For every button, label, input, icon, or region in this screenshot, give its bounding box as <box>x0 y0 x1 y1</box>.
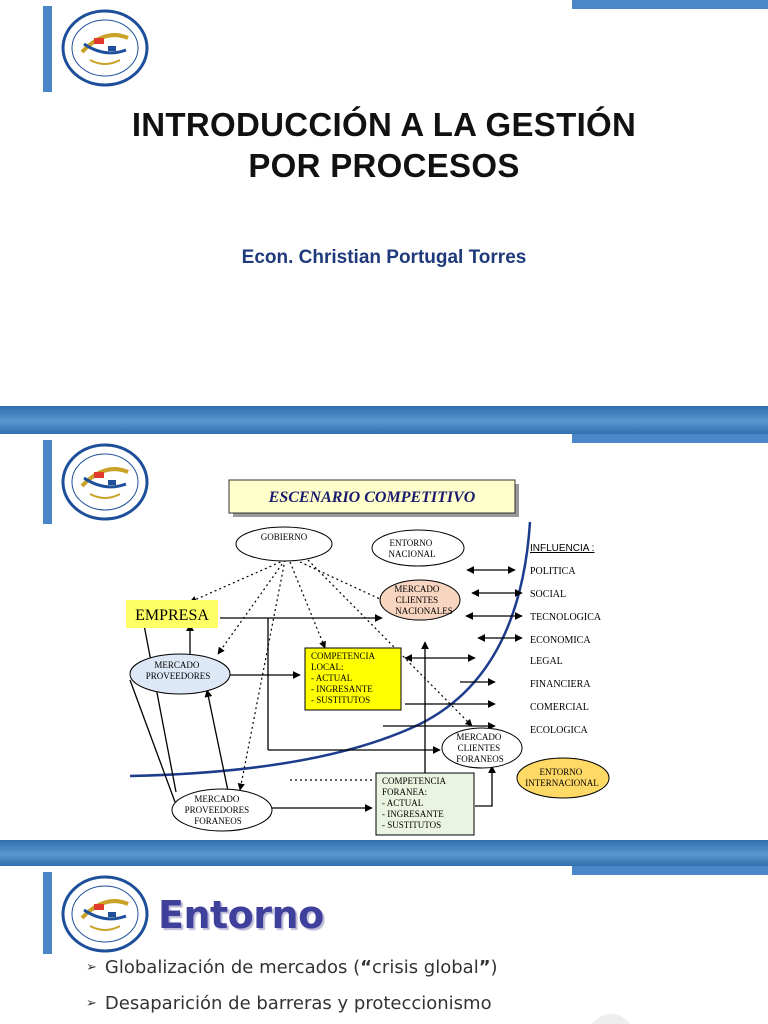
dotted-line <box>189 559 286 603</box>
title-line-1: INTRODUCCIÓN A LA GESTIÓN <box>131 106 637 143</box>
competencia-foranea-label: COMPETENCIA FORANEA: - ACTUAL - INGRESAN… <box>382 776 448 830</box>
competencia-local-node <box>304 647 402 711</box>
influencia-item: POLITICA <box>530 566 576 577</box>
arrow-bullet-icon: ➢ <box>86 960 97 975</box>
influencia-item: ECONOMICA <box>530 635 591 646</box>
diagram-title-box <box>228 479 516 514</box>
slide-entorno <box>0 866 768 1024</box>
dotted-line <box>289 561 326 649</box>
arrow <box>137 603 177 793</box>
entorno-internacional-node <box>516 757 610 799</box>
bullet-item: ➢Desaparición de barreras y proteccionis… <box>86 993 492 1014</box>
decorative-circle <box>588 1014 634 1024</box>
arrow <box>129 679 176 803</box>
competitive-scenario-diagram: ESCENARIO COMPETITIVO <box>126 479 610 836</box>
dotted-line <box>307 559 473 727</box>
slide-separator <box>0 840 768 866</box>
influencia-item: SOCIAL <box>530 589 566 600</box>
arrow <box>204 689 229 792</box>
title-line-2: POR PROCESOS <box>248 147 520 184</box>
mercado-clientes-foraneos-label: MERCADO CLIENTES FORANEOS <box>456 732 504 764</box>
entorno-nacional-label: ENTORNO NACIONAL <box>389 538 436 559</box>
mercado-proveedores-node <box>129 653 231 695</box>
empresa-node <box>126 600 218 628</box>
arrow-bullet-icon: ➢ <box>86 996 97 1011</box>
mercado-proveedores-foraneos-node <box>171 788 273 832</box>
mercado-proveedores-foraneos-label: MERCADO PROVEEDORES FORANEOS <box>185 794 252 826</box>
influencia-list: POLITICA SOCIAL TECNOLOGICA ECONOMICA LE… <box>530 566 602 736</box>
influencia-item: LEGAL <box>530 656 563 667</box>
entorno-nacional-node <box>371 529 465 567</box>
influencia-item: ECOLOGICA <box>530 725 589 736</box>
presentation-title: INTRODUCCIÓN A LA GESTIÓN POR PROCESOS <box>0 104 768 186</box>
influencia-item: TECNOLOGICA <box>530 612 602 623</box>
top-accent-bar <box>572 0 768 9</box>
left-accent-bar <box>43 6 52 92</box>
institution-logo <box>61 443 149 521</box>
slide-diagram: ESCENARIO COMPETITIVO <box>0 434 768 840</box>
mercado-proveedores-label: MERCADO PROVEEDORES <box>146 660 211 681</box>
author-name: Econ. Christian Portugal Torres <box>241 247 527 268</box>
empresa-label: EMPRESA <box>135 607 209 624</box>
diagram-title: ESCENARIO COMPETITIVO <box>268 489 476 506</box>
top-accent-bar <box>572 434 768 443</box>
top-accent-bar <box>572 866 768 875</box>
dotted-line <box>237 559 286 791</box>
competencia-foranea-node <box>375 772 475 836</box>
slide-separator <box>0 406 768 434</box>
influencia-item: FINANCIERA <box>530 679 591 690</box>
competencia-local-label: COMPETENCIA LOCAL: - ACTUAL - INGRESANTE… <box>311 651 377 705</box>
mercado-clientes-nacionales-label: MERCADO CLIENTES NACIONALES <box>394 584 452 616</box>
dotted-line <box>217 559 286 655</box>
left-accent-bar <box>43 872 52 954</box>
entorno-internacional-label: ENTORNO INTERNACIONAL <box>525 767 599 788</box>
gobierno-label: GOBIERNO <box>261 532 308 542</box>
influencia-item: COMERCIAL <box>530 702 589 713</box>
mercado-clientes-nacionales-node <box>379 579 461 621</box>
section-heading: Entorno <box>158 893 324 937</box>
influencia-title: INFLUENCIA : <box>530 543 594 554</box>
bullet-item: ➢Globalización de mercados (“crisis glob… <box>86 957 498 978</box>
boundary-curve <box>129 521 532 778</box>
gobierno-node <box>235 526 333 562</box>
institution-logo <box>61 875 149 953</box>
arrow <box>475 765 496 807</box>
left-accent-bar <box>43 440 52 524</box>
mercado-clientes-foraneos-node <box>441 727 523 769</box>
slide-title: INTRODUCCIÓN A LA GESTIÓN POR PROCESOS E… <box>0 0 768 406</box>
institution-logo <box>61 9 149 87</box>
